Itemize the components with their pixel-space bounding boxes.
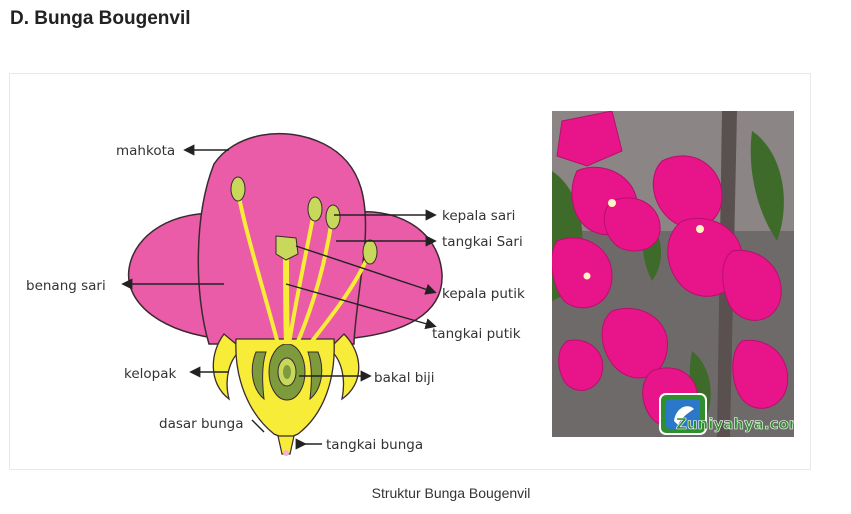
flower-stalk xyxy=(277,435,295,455)
zuniyahya-logo xyxy=(659,393,707,435)
label-benang-sari: benang sari xyxy=(26,278,106,294)
flower-structure-diagram: mahkota kepala sari tangkai Sari benang … xyxy=(26,132,525,456)
section-title: D. Bunga Bougenvil xyxy=(10,8,191,29)
label-tangkai-sari: tangkai Sari xyxy=(442,234,523,250)
label-tangkai-bunga: tangkai bunga xyxy=(326,437,423,453)
label-tangkai-putik: tangkai putik xyxy=(432,326,521,342)
figure-container: mahkota kepala sari tangkai Sari benang … xyxy=(9,73,811,470)
label-mahkota: mahkota xyxy=(116,143,175,159)
label-bakal-biji: bakal biji xyxy=(374,370,435,386)
label-kelopak: kelopak xyxy=(124,366,176,382)
anther xyxy=(230,176,246,202)
sepal-right xyxy=(328,333,360,401)
sepal-left xyxy=(212,333,244,401)
label-kepala-putik: kepala putik xyxy=(442,286,525,302)
label-kepala-sari: kepala sari xyxy=(442,208,515,224)
bougainvillea-photo: Zuniyahya.com xyxy=(552,111,794,437)
label-dasar-bunga: dasar bunga xyxy=(159,416,244,432)
figure-caption: Struktur Bunga Bougenvil xyxy=(371,485,531,501)
stigma xyxy=(275,235,299,261)
photo-watermark: Zuniyahya.com xyxy=(676,415,794,433)
